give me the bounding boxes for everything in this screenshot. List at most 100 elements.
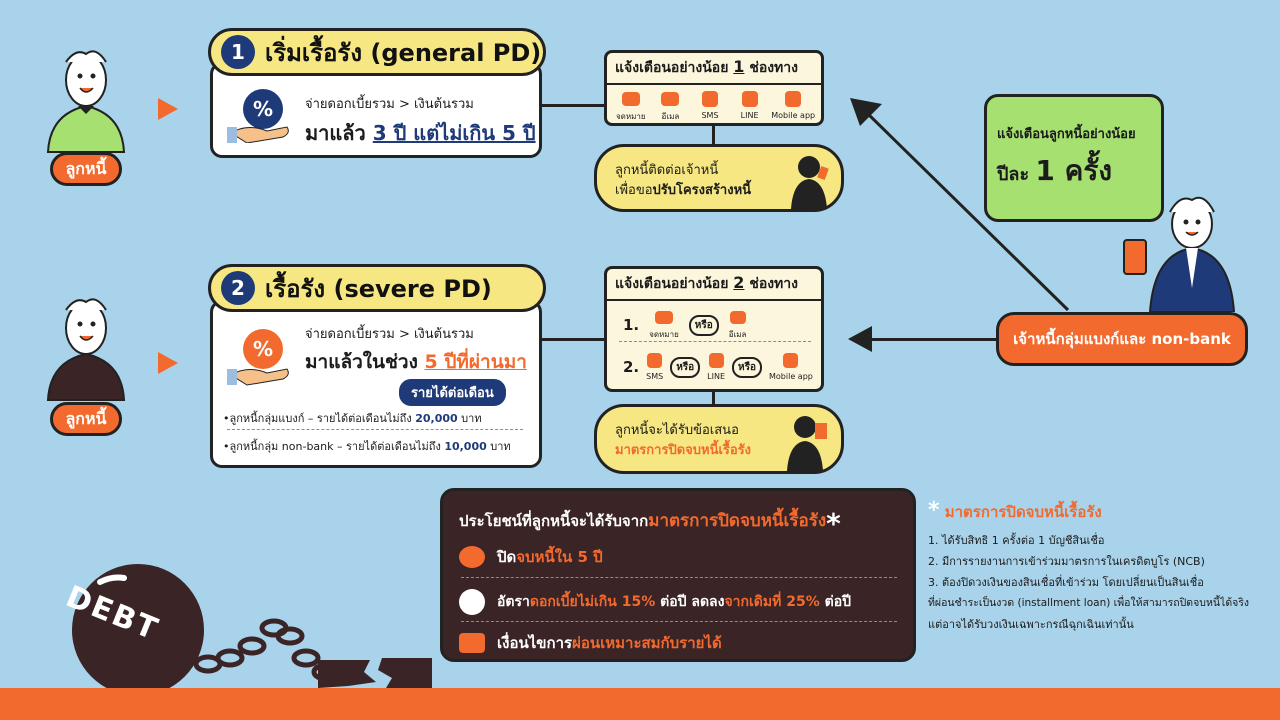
benefit-item-3: เงื่อนไขการผ่อนเหมาะสมกับรายได้	[459, 631, 722, 655]
creditor-figure	[1110, 188, 1240, 316]
channel-label: Mobile app	[769, 372, 813, 381]
step1-period-highlight: 3 ปี แต่ไม่เกิน 5 ปี	[372, 121, 536, 145]
speech-line1: แจ้งเตือนลูกหนี้อย่างน้อย	[997, 127, 1136, 142]
step2-title-pill: 2 เรื้อรัง (severe PD)	[208, 264, 546, 312]
step2-condition: จ่ายดอกเบี้ยรวม > เงินต้นรวม	[305, 327, 474, 342]
divider	[461, 621, 897, 622]
arrow-left-icon	[848, 326, 872, 352]
income-bank-line: •ลูกหนี้กลุ่มแบงก์ – รายได้ต่อเดือนไม่ถึ…	[223, 409, 482, 427]
interest-down-icon	[459, 589, 485, 615]
clock-money-icon	[459, 546, 485, 568]
debt-ball-illustration	[72, 564, 432, 696]
notice-num: 2	[733, 273, 745, 292]
item3-prefix: เงื่อนไขการ	[497, 634, 573, 652]
connector-line	[540, 104, 606, 107]
percent-hand-icon: %	[227, 87, 291, 147]
step2-notice-header: แจ้งเตือนอย่างน้อย 2 ช่องทาง	[607, 269, 821, 301]
channel-row-1: 1. จดหมาย หรือ อีเมล	[623, 309, 746, 341]
notes-item: 1. ได้รับสิทธิ 1 ครั้งต่อ 1 บัญชีสินเชื่…	[928, 534, 1105, 547]
ground-bar	[0, 688, 1280, 720]
line-icon	[708, 353, 724, 368]
income-bank-value: 20,000	[415, 412, 458, 425]
benefits-title: ประโยชน์ที่ลูกหนี้จะได้รับจากมาตรการปิดจ…	[459, 507, 841, 540]
step1-channels-box: แจ้งเตือนอย่างน้อย 1 ช่องทาง จดหมาย อีเม…	[604, 50, 824, 126]
mobile-app-icon	[785, 91, 802, 107]
step1-title-pill: 1 เริ่มเรื้อรัง (general PD)	[208, 28, 546, 76]
divider	[619, 341, 811, 342]
step1-bubble: ลูกหนี้ติดต่อเจ้าหนี้ เพื่อขอปรับโครงสร้…	[594, 144, 844, 212]
person-phone-icon	[789, 153, 837, 213]
or-badge: หรือ	[732, 356, 762, 378]
divider	[461, 577, 897, 578]
income-bank-prefix: •ลูกหนี้กลุ่มแบงก์ – รายได้ต่อเดือนไม่ถึ…	[223, 412, 416, 425]
step1-card: % จ่ายดอกเบี้ยรวม > เงินต้นรวม มาแล้ว 3 …	[210, 62, 542, 158]
arrow-diagonal-icon	[850, 98, 1070, 312]
step1-title: เริ่มเรื้อรัง (general PD)	[265, 38, 542, 67]
channel-row-2: 2. SMS หรือ LINE หรือ Mobile app	[623, 353, 813, 381]
channel-letter: จดหมาย	[612, 91, 650, 123]
row-number: 2.	[623, 358, 640, 376]
step1-number: 1	[221, 35, 255, 69]
income-unit: บาท	[486, 440, 511, 453]
benefits-title-prefix: ประโยชน์ที่ลูกหนี้จะได้รับจาก	[459, 512, 649, 530]
notes-item: 2. มีการรายงานการเข้าร่วมมาตรการในเครดิต…	[928, 555, 1205, 568]
email-icon	[729, 311, 746, 324]
debtor-icon	[46, 50, 126, 153]
notes-section: * มาตรการปิดจบหนี้เรื้อรัง 1. ได้รับสิทธ…	[928, 498, 1268, 635]
income-label-badge: รายได้ต่อเดือน	[399, 379, 506, 406]
step1-bubble-text: ลูกหนี้ติดต่อเจ้าหนี้ เพื่อขอปรับโครงสร้…	[615, 161, 751, 201]
step1-notice-header: แจ้งเตือนอย่างน้อย 1 ช่องทาง	[607, 53, 821, 85]
step2-period: มาแล้วในช่วง 5 ปีที่ผ่านมา	[305, 347, 527, 377]
step2-card: % จ่ายดอกเบี้ยรวม > เงินต้นรวม มาแล้วในช…	[210, 300, 542, 468]
divider	[227, 429, 523, 430]
item2-e: ต่อปี	[819, 594, 851, 610]
income-nonbank-value: 10,000	[444, 440, 487, 453]
notes-item: ที่ผ่อนชำระเป็นงวด (installment loan) เพ…	[928, 597, 1250, 609]
debtor-1-figure	[40, 42, 132, 192]
step1-condition: จ่ายดอกเบี้ยรวม > เงินต้นรวม	[305, 97, 474, 112]
debtor-2-label: ลูกหนี้	[50, 402, 122, 436]
email-icon	[661, 92, 680, 106]
notice-prefix: แจ้งเตือนอย่างน้อย	[615, 276, 729, 292]
step1-period-prefix: มาแล้ว	[305, 121, 373, 145]
benefit-item-2: อัตราดอกเบี้ยไม่เกิน 15% ต่อปี ลดลงจากเด…	[459, 589, 851, 615]
channel-label: SMS	[701, 111, 719, 120]
channel-label: จดหมาย	[649, 330, 679, 339]
step2-bubble: ลูกหนี้จะได้รับข้อเสนอ มาตรการปิดจบหนี้เ…	[594, 404, 844, 474]
item2-d: จากเดิมที่ 25%	[724, 594, 820, 610]
notice-suffix: ช่องทาง	[749, 276, 798, 292]
item1-highlight: จบหนี้ใน 5 ปี	[516, 548, 603, 566]
income-nonbank-prefix: •ลูกหนี้กลุ่ม non-bank – รายได้ต่อเดือนไ…	[223, 440, 445, 453]
channel-sms: SMS	[691, 91, 729, 123]
benefits-title-highlight: มาตรการปิดจบหนี้เรื้อรัง	[648, 511, 827, 531]
step2-number: 2	[221, 271, 255, 305]
channel-label: อีเมล	[728, 330, 747, 339]
asterisk: *	[826, 507, 841, 540]
arrow-right-icon	[158, 98, 178, 120]
debtor-2-figure	[40, 296, 132, 416]
mobile-app-icon	[783, 353, 799, 368]
notes-title-text: มาตรการปิดจบหนี้เรื้อรัง	[944, 503, 1102, 521]
sms-icon	[701, 91, 718, 107]
speech-line2-big: 1 ครั้ง	[1035, 154, 1113, 187]
wallet-check-icon	[459, 633, 485, 653]
notice-prefix: แจ้งเตือนอย่างน้อย	[615, 60, 729, 76]
step2-channels-box: แจ้งเตือนอย่างน้อย 2 ช่องทาง 1. จดหมาย ห…	[604, 266, 824, 392]
notes-item: แต่อาจได้รับวงเงินเฉพาะกรณีฉุกเฉินเท่านั…	[928, 618, 1134, 631]
connector-line	[540, 338, 606, 341]
debtor-1-label: ลูกหนี้	[50, 152, 122, 186]
person-document-icon	[787, 413, 835, 475]
bubble-line2-bold: ปรับโครงสร้างหนี้	[652, 183, 752, 198]
step1-period: มาแล้ว 3 ปี แต่ไม่เกิน 5 ปี	[305, 117, 536, 149]
notes-item: 3. ต้องปิดวงเงินของสินเชื่อที่เข้าร่วม โ…	[928, 576, 1204, 589]
item2-b: ดอกเบี้ยไม่เกิน 15%	[529, 594, 656, 610]
arrow-right-icon	[158, 352, 178, 374]
notice-suffix: ช่องทาง	[749, 60, 798, 76]
income-nonbank-line: •ลูกหนี้กลุ่ม non-bank – รายได้ต่อเดือนไ…	[223, 437, 511, 455]
bubble-line1: ลูกหนี้ติดต่อเจ้าหนี้	[615, 163, 719, 178]
creditor-icon	[1123, 196, 1236, 313]
step2-bubble-text: ลูกหนี้จะได้รับข้อเสนอ มาตรการปิดจบหนี้เ…	[615, 421, 751, 461]
item2-c: ต่อปี ลดลง	[655, 594, 725, 610]
bubble-line1: ลูกหนี้จะได้รับข้อเสนอ	[615, 423, 739, 438]
item3-highlight: ผ่อนเหมาะสมกับรายได้	[572, 634, 722, 652]
